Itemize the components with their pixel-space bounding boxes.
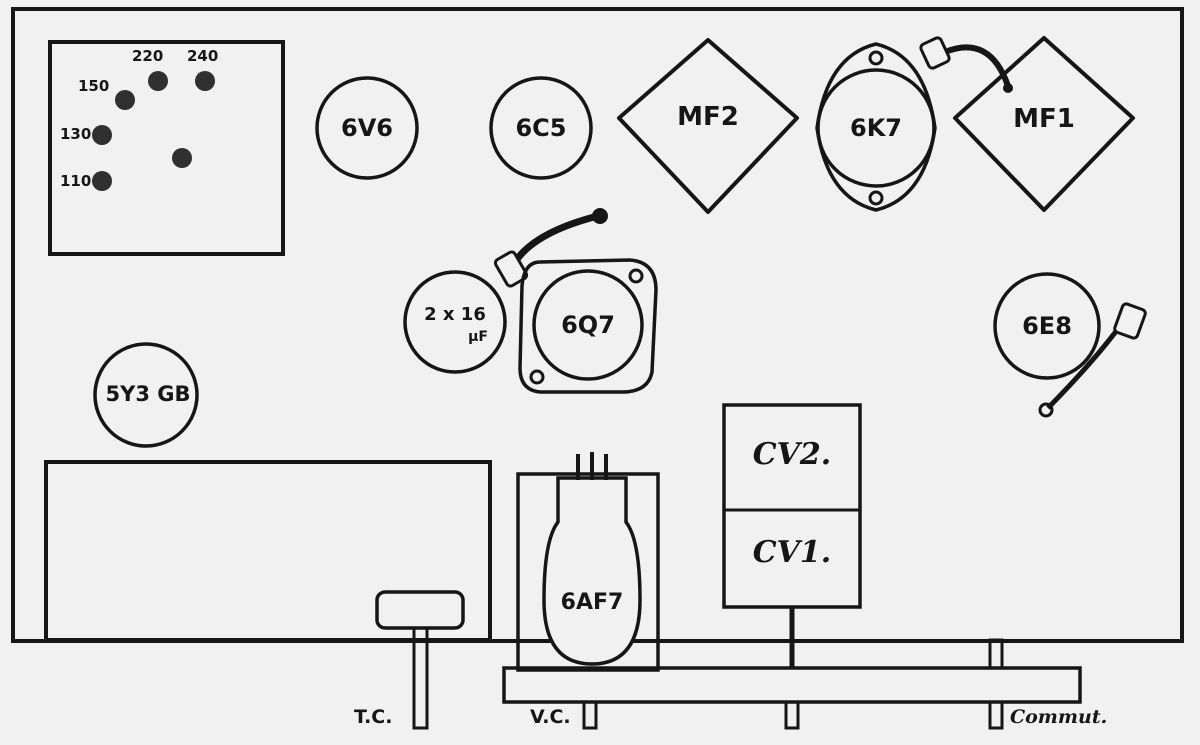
mf2-can: [617, 38, 799, 214]
tube-6c5-label: 6C5: [515, 114, 567, 142]
indicator-bracket: [516, 472, 660, 672]
tube-5y3-label: 5Y3 GB: [105, 382, 191, 406]
cv1-label: CV1.: [752, 535, 832, 570]
front-panel-bar: [502, 666, 1082, 704]
mf1-lead-end: [1003, 83, 1013, 93]
tap-label-240: 240: [187, 47, 219, 65]
gang-capacitor: [722, 403, 862, 609]
6e8-lead-wire: [1046, 324, 1123, 410]
cv2-label: CV2.: [752, 437, 832, 472]
6e8-lead-cap: [1113, 302, 1147, 340]
tube-6af7-envelope: [542, 476, 642, 666]
tube-6af7-label: 6AF7: [560, 590, 624, 615]
tap-dot-220: [148, 71, 168, 91]
selector-dot: [172, 148, 192, 168]
tube-6e8-socket: [993, 272, 1101, 380]
6e8-lead-end: [1038, 402, 1054, 418]
tube-6k7-socket: [816, 68, 936, 188]
tube-6q7-hole-top: [628, 268, 644, 284]
capacitor-value-label: 2 x 16: [424, 304, 486, 325]
tuning-shaft: [784, 700, 800, 730]
mf1-lead-wire: [943, 44, 1011, 88]
tube-5y3-socket: [93, 342, 199, 448]
tube-6e8-label: 6E8: [1022, 312, 1072, 340]
6q7-lead-end: [592, 208, 608, 224]
6q7-lead-cap: [493, 250, 529, 288]
6q7-lead-wire: [512, 212, 599, 265]
tube-6v6-socket: [315, 76, 419, 180]
mf1-lead-cap: [919, 36, 951, 70]
mf1-label: MF1: [1013, 104, 1075, 134]
tap-label-110: 110: [60, 172, 92, 190]
tube-6q7-label: 6Q7: [561, 311, 615, 339]
tube-6v6-label: 6V6: [341, 114, 393, 142]
tap-dot-110: [92, 171, 112, 191]
tap-label-130: 130: [60, 125, 92, 143]
tube-6c5-socket: [489, 76, 593, 180]
tap-dot-240: [195, 71, 215, 91]
tube-6k7-label: 6K7: [850, 114, 902, 142]
switch-shaft: [988, 700, 1004, 730]
switch-label: Commut.: [1010, 706, 1108, 728]
mf1-can: [953, 36, 1135, 212]
tone-control-knob: [375, 590, 465, 630]
tap-label-150: 150: [78, 77, 110, 95]
volume-control-label: V.C.: [530, 706, 571, 728]
tube-6k7-hole-top: [868, 50, 884, 66]
volume-control-shaft: [582, 700, 598, 730]
voltage-selector-panel: [48, 40, 285, 256]
tube-6k7-hole-bottom: [868, 190, 884, 206]
tube-6q7-socket: [532, 269, 644, 381]
power-transformer: [44, 460, 492, 642]
mf2-label: MF2: [677, 102, 739, 132]
switch-shaft-top: [988, 638, 1004, 670]
tube-6q7-hole-bottom: [529, 369, 545, 385]
capacitor-unit-label: μF: [468, 329, 488, 345]
tone-control-shaft: [412, 626, 429, 730]
tube-6k7-flange: [815, 42, 937, 212]
tap-label-220: 220: [132, 47, 164, 65]
tube-6q7-flange: [518, 258, 658, 394]
tap-dot-130: [92, 125, 112, 145]
tap-dot-150: [115, 90, 135, 110]
tone-control-label: T.C.: [354, 706, 393, 728]
filter-capacitor: [403, 270, 507, 374]
